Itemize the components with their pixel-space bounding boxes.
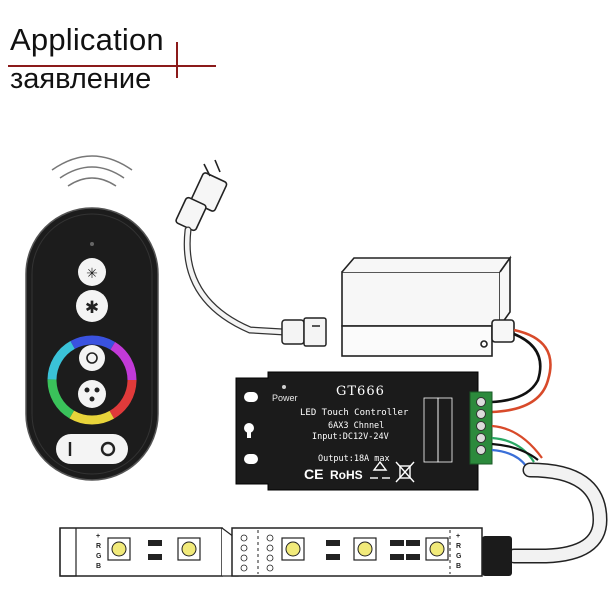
page-title: Application [10,22,164,57]
ce-mark: CE [304,466,324,482]
strip-pin-r: R [96,543,102,550]
controller-input-spec: Input:DC12V-24V [312,432,389,442]
led-chip [107,537,131,561]
mode-button-bottom [78,380,106,408]
led-chip [353,537,377,561]
recycle-icon [370,460,390,479]
led-chip [177,537,201,561]
power-indicator-label: Power [272,393,298,403]
solder-pads [240,534,274,572]
svg-text:✱: ✱ [85,298,99,318]
power-cable [183,226,288,336]
rgb-touch-remote: ✳ ✱ [25,207,159,481]
strip-pin-g-right: G [456,553,462,560]
controller-description: LED Touch Controller [300,408,409,418]
resistor [148,540,162,560]
rohs-mark: RoHS [330,468,363,482]
controller-channels: 6AX3 Chnnel [328,421,385,431]
controller-output-spec: Output:18A max [318,454,390,464]
resistor [326,540,340,560]
strip-pin-b: B [96,563,102,570]
svg-text:✳: ✳ [86,266,98,282]
output-red-wire [491,424,543,459]
page-subtitle: заявление [10,63,152,95]
terminal-block [469,391,493,465]
controller-model: GT666 [336,384,385,399]
psu-input-connector [281,317,327,347]
psu-black-wire [491,332,542,404]
led-touch-controller [235,371,479,491]
title-underline [8,65,216,67]
strip-pin-plus-right: + [456,533,461,540]
mode-button-top [79,345,105,371]
output-green-wire [491,436,535,463]
strip-pin-r-right: R [456,543,462,550]
strip-connector [482,536,512,576]
resistor [406,540,420,560]
strip-pin-g: G [96,553,102,560]
strip-pin-plus: + [96,533,101,540]
led-chip [425,537,449,561]
output-blue-wire [491,448,527,467]
weee-bin-icon [395,461,415,483]
led-strip [59,527,483,577]
strip-pin-b-right: B [456,563,462,570]
brightness-low-button: ✳ [78,258,106,286]
power-plug-icon [175,159,228,232]
power-toggle-button [56,434,128,464]
power-supply-box [341,255,515,357]
led-chip [281,537,305,561]
wireless-signal-icon [51,155,133,187]
psu-red-wire [491,328,552,414]
resistor [390,540,404,560]
color-wheel [47,335,137,425]
output-black-wire [491,442,539,461]
brightness-high-button: ✱ [76,290,108,322]
title-divider [176,42,178,78]
